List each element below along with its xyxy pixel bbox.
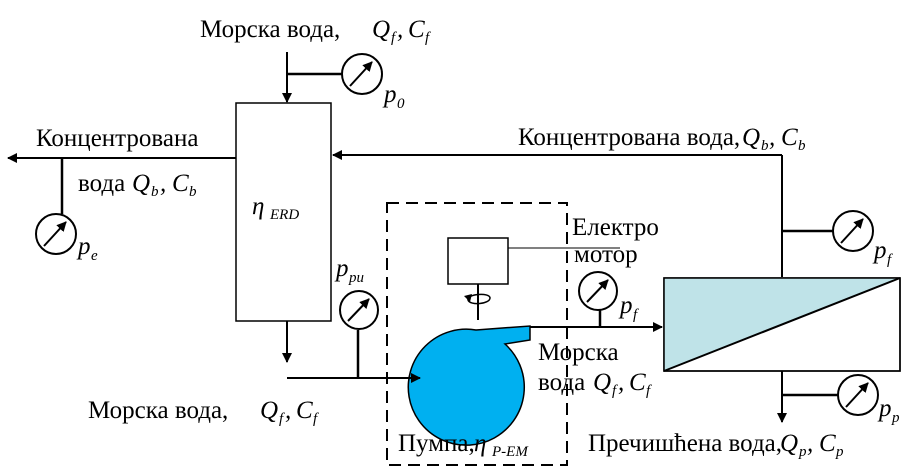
svg-text:,: , bbox=[397, 16, 403, 43]
gauge-ppu-label: p pu bbox=[334, 255, 364, 286]
svg-text:b: b bbox=[798, 138, 806, 154]
svg-text:,: , bbox=[618, 369, 624, 396]
svg-text:Морска: Морска bbox=[538, 339, 619, 366]
pump-boundary bbox=[386, 202, 568, 466]
gauge-p0-label: p 0 bbox=[382, 81, 405, 112]
svg-text:C: C bbox=[296, 397, 313, 424]
svg-text:Q: Q bbox=[593, 369, 611, 396]
svg-text:Концентрована: Концентрована bbox=[36, 125, 198, 152]
seawater-mid-label: Морска вода Q f , C f bbox=[538, 339, 652, 399]
svg-text:f: f bbox=[279, 411, 285, 427]
pressure-gauge-icon bbox=[341, 53, 383, 95]
svg-text:f: f bbox=[425, 30, 431, 46]
eta-symbol: η bbox=[252, 193, 264, 220]
svg-text:Q: Q bbox=[372, 16, 390, 43]
seawater-top-label: Морска вода, Q f , C f bbox=[200, 16, 431, 46]
pump-volute bbox=[407, 325, 531, 446]
svg-text:f: f bbox=[633, 307, 639, 323]
pressure-gauge-icon bbox=[35, 213, 77, 255]
svg-text:,: , bbox=[807, 430, 813, 457]
pressure-gauge-icon bbox=[832, 210, 874, 252]
svg-text:Морска вода,: Морска вода, bbox=[88, 397, 228, 424]
svg-text:p: p bbox=[798, 444, 807, 460]
svg-text:p: p bbox=[891, 410, 900, 426]
svg-text:b: b bbox=[189, 184, 197, 200]
svg-text:p: p bbox=[877, 395, 892, 422]
svg-text:Морска вода,: Морска вода, bbox=[200, 16, 340, 43]
svg-text:,: , bbox=[285, 397, 291, 424]
svg-text:Електро: Електро bbox=[572, 214, 659, 241]
svg-text:pu: pu bbox=[348, 270, 364, 286]
svg-text:f: f bbox=[612, 383, 618, 399]
pressure-gauge-icon bbox=[339, 290, 379, 330]
svg-text:Q: Q bbox=[260, 397, 278, 424]
svg-text:0: 0 bbox=[397, 96, 405, 112]
svg-text:p: p bbox=[618, 292, 633, 319]
svg-text:,: , bbox=[160, 170, 166, 197]
svg-text:C: C bbox=[172, 170, 189, 197]
seawater-bottom-label: Морска вода, Q f , C f bbox=[88, 397, 319, 427]
svg-text:f: f bbox=[887, 252, 893, 268]
svg-text:Концентрована вода,: Концентрована вода, bbox=[518, 124, 740, 151]
svg-text:C: C bbox=[819, 430, 836, 457]
concentrate-left-label: Концентрована вода Q b , C b bbox=[36, 125, 198, 200]
gauge-pf-mid-label: p f bbox=[618, 292, 639, 323]
svg-text:f: f bbox=[646, 383, 652, 399]
svg-text:η: η bbox=[474, 430, 486, 457]
gauge-pp-label: p p bbox=[877, 395, 900, 426]
svg-text:C: C bbox=[408, 16, 425, 43]
gauge-pf-right-label: p f bbox=[872, 237, 893, 268]
electro-motor-box bbox=[447, 237, 509, 285]
svg-text:Пречишћена вода,: Пречишћена вода, bbox=[588, 430, 782, 457]
eta-erd-label: η ERD bbox=[252, 193, 299, 223]
pump-label: Пумпа, η P-EM bbox=[398, 430, 529, 460]
svg-text:p: p bbox=[382, 81, 397, 108]
concentrate-right-label: Концентрована вода, Q b , C b bbox=[518, 124, 806, 154]
purified-label: Пречишћена вода, Q p , C p bbox=[588, 430, 844, 460]
electro-motor-label: Електро мотор bbox=[572, 214, 659, 268]
svg-text:C: C bbox=[781, 124, 798, 151]
svg-text:мотор: мотор bbox=[574, 241, 638, 268]
svg-text:p: p bbox=[872, 237, 887, 264]
svg-text:вода: вода bbox=[538, 369, 585, 396]
erd-box bbox=[235, 102, 332, 322]
svg-text:p: p bbox=[76, 233, 91, 260]
svg-text:p: p bbox=[334, 255, 349, 282]
svg-text:,: , bbox=[769, 124, 775, 151]
ro-membrane bbox=[663, 277, 901, 372]
eta-erd-subscript: ERD bbox=[269, 207, 299, 223]
svg-text:Q: Q bbox=[742, 124, 760, 151]
svg-text:C: C bbox=[629, 369, 646, 396]
svg-text:e: e bbox=[91, 248, 98, 264]
svg-text:b: b bbox=[761, 138, 769, 154]
svg-text:P-EM: P-EM bbox=[491, 444, 529, 460]
svg-text:вода: вода bbox=[78, 170, 125, 197]
svg-text:Q: Q bbox=[132, 170, 150, 197]
svg-text:Q: Q bbox=[780, 430, 798, 457]
svg-text:f: f bbox=[313, 411, 319, 427]
svg-text:f: f bbox=[391, 30, 397, 46]
pressure-gauge-icon bbox=[837, 374, 879, 416]
pressure-gauge-icon bbox=[578, 271, 618, 311]
rotation-arrow-icon bbox=[464, 293, 491, 305]
svg-text:p: p bbox=[835, 444, 844, 460]
svg-text:b: b bbox=[151, 184, 159, 200]
gauge-pe-label: p e bbox=[76, 233, 98, 264]
svg-text:Пумпа,: Пумпа, bbox=[398, 430, 475, 457]
